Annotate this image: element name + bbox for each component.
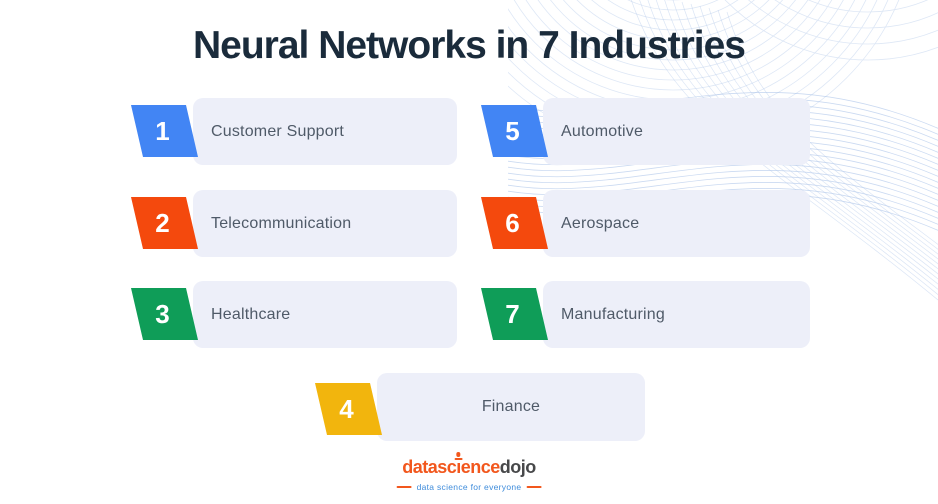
industry-label: Finance [481,398,541,415]
ninja-arms-icon [454,458,463,460]
brand-tagline: data science for everyone [396,481,542,492]
industry-number: 6 [505,207,520,238]
industry-card: Automotive [543,98,810,165]
industry-number-tab: 4 [315,383,382,435]
industry-label: Aerospace [561,214,640,232]
industry-number: 7 [505,298,520,329]
industry-item-automotive: Automotive 5 [543,98,810,165]
industry-label: Customer Support [211,122,345,140]
logo-word-dojo: dojo [499,457,537,477]
tagline-dash-left [396,485,412,488]
industry-number-tab: 5 [481,105,548,157]
tagline-dash-right [526,485,542,488]
tagline-text: data science for everyone [416,481,522,492]
industry-label: Manufacturing [561,305,665,323]
industry-card: Customer Support [193,98,457,165]
industry-item-manufacturing: Manufacturing 7 [543,281,810,348]
industry-card: Aerospace [543,190,810,257]
industry-item-aerospace: Aerospace 6 [543,190,810,257]
industry-label: Automotive [561,122,644,140]
industry-item-telecommunication: Telecommunication 2 [193,190,457,257]
industry-label: Healthcare [211,305,291,323]
logo-word-data: data [402,457,438,477]
industry-number-tab: 2 [131,197,198,249]
industry-item-finance: Finance 4 [377,373,645,441]
industry-item-customer-support: Customer Support 1 [193,98,457,165]
industry-card: Telecommunication [193,190,457,257]
industry-card: Manufacturing [543,281,810,348]
industry-item-healthcare: Healthcare 3 [193,281,457,348]
industry-number: 2 [155,207,170,238]
industry-number-tab: 6 [481,197,548,249]
ninja-head-icon [456,452,461,457]
industry-number: 3 [155,298,170,329]
industry-card: Healthcare [193,281,457,348]
industry-number: 4 [339,393,354,424]
industry-number-tab: 1 [131,105,198,157]
industry-number: 5 [505,115,520,146]
industry-card: Finance [377,373,645,441]
page-title: Neural Networks in 7 Industries [192,24,746,67]
industry-number-tab: 7 [481,288,548,340]
ninja-i: ı [454,452,463,479]
industry-label: Telecommunication [211,214,352,232]
industry-number-tab: 3 [131,288,198,340]
industry-number: 1 [155,115,170,146]
